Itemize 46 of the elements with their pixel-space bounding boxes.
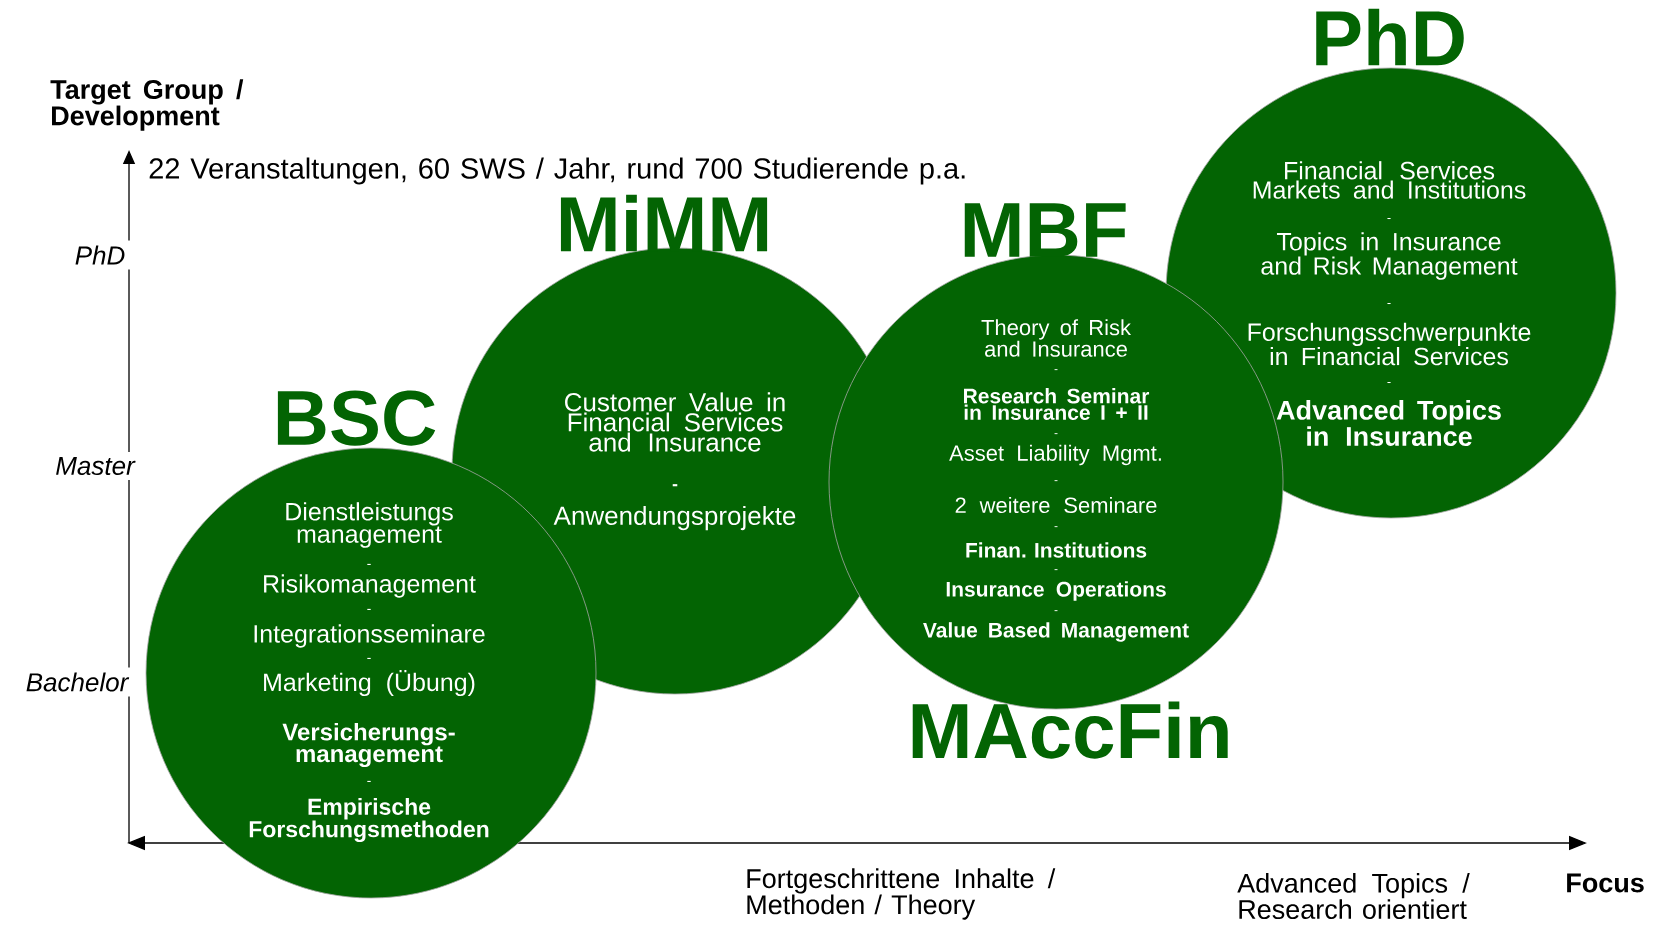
- program-title: BSC: [277, 390, 436, 446]
- separator: -: [1387, 218, 1391, 220]
- course-name: Value Based Management: [923, 622, 1189, 642]
- separator: -: [1387, 382, 1391, 384]
- separator: -: [1387, 303, 1391, 305]
- course-name: Risikomanagement: [264, 574, 476, 598]
- level-label: Bachelor: [20, 667, 134, 697]
- program-title: MBF: [964, 203, 1126, 257]
- separator: -: [367, 780, 371, 782]
- course-name: Theory of Risk and Insurance: [981, 319, 1132, 357]
- course-name: Asset Liability Mgmt.: [949, 444, 1161, 466]
- separator: -: [1054, 526, 1058, 528]
- course-name: Anwendungsprojekte: [553, 505, 796, 531]
- course-name: Financial Services Markets and Institutions: [1253, 161, 1526, 199]
- course-name: 2 weitere Seminare: [955, 496, 1157, 514]
- axis-title: Target Group / Development: [50, 79, 244, 131]
- axis-label: Fortgeschrittene Inhalte / Methoden / Theory: [747, 868, 1056, 920]
- level-label: PhD: [69, 240, 131, 270]
- program-title: MiMM: [560, 194, 768, 252]
- separator: -: [672, 484, 678, 487]
- separator: -: [1054, 569, 1058, 571]
- separator: -: [1054, 610, 1058, 612]
- course-name: Marketing (Übung): [264, 669, 475, 697]
- axis-label: Advanced Topics / Research orientiert: [1237, 873, 1470, 919]
- level-label: Master: [50, 451, 140, 481]
- course-name: Empirische Forschungsmethoden: [249, 798, 489, 842]
- course-name: Insurance Operations: [946, 581, 1166, 601]
- separator: -: [1054, 433, 1058, 435]
- course-name: Finan. Institutions: [966, 542, 1147, 558]
- course-name: Forschungsschwerpunkte in Financial Services: [1248, 322, 1531, 366]
- separator: -: [367, 657, 371, 659]
- program-title: PhD: [1316, 8, 1464, 66]
- axis-note: 22 Veranstaltungen, 60 SWS / Jahr, rund 700 Studierende p.a.: [149, 157, 965, 185]
- course-name: Advanced Topics in Insurance: [1276, 400, 1501, 446]
- separator: -: [1054, 369, 1058, 371]
- course-name: Dienstleistungs management: [286, 502, 453, 548]
- axis-label: Focus: [1567, 873, 1644, 893]
- separator: -: [367, 563, 371, 565]
- course-name: Integrationsseminare: [254, 624, 485, 648]
- course-name: Customer Value in Financial Services and Insurance: [565, 392, 785, 452]
- program-title: MAccFin: [912, 701, 1228, 759]
- separator: -: [1054, 480, 1058, 482]
- separator: -: [367, 608, 371, 610]
- course-name: Research Seminar in Insurance I + II: [964, 388, 1150, 420]
- course-name: Versicherungs- management: [282, 722, 455, 768]
- course-name: Topics in Insurance and Risk Management: [1261, 232, 1518, 280]
